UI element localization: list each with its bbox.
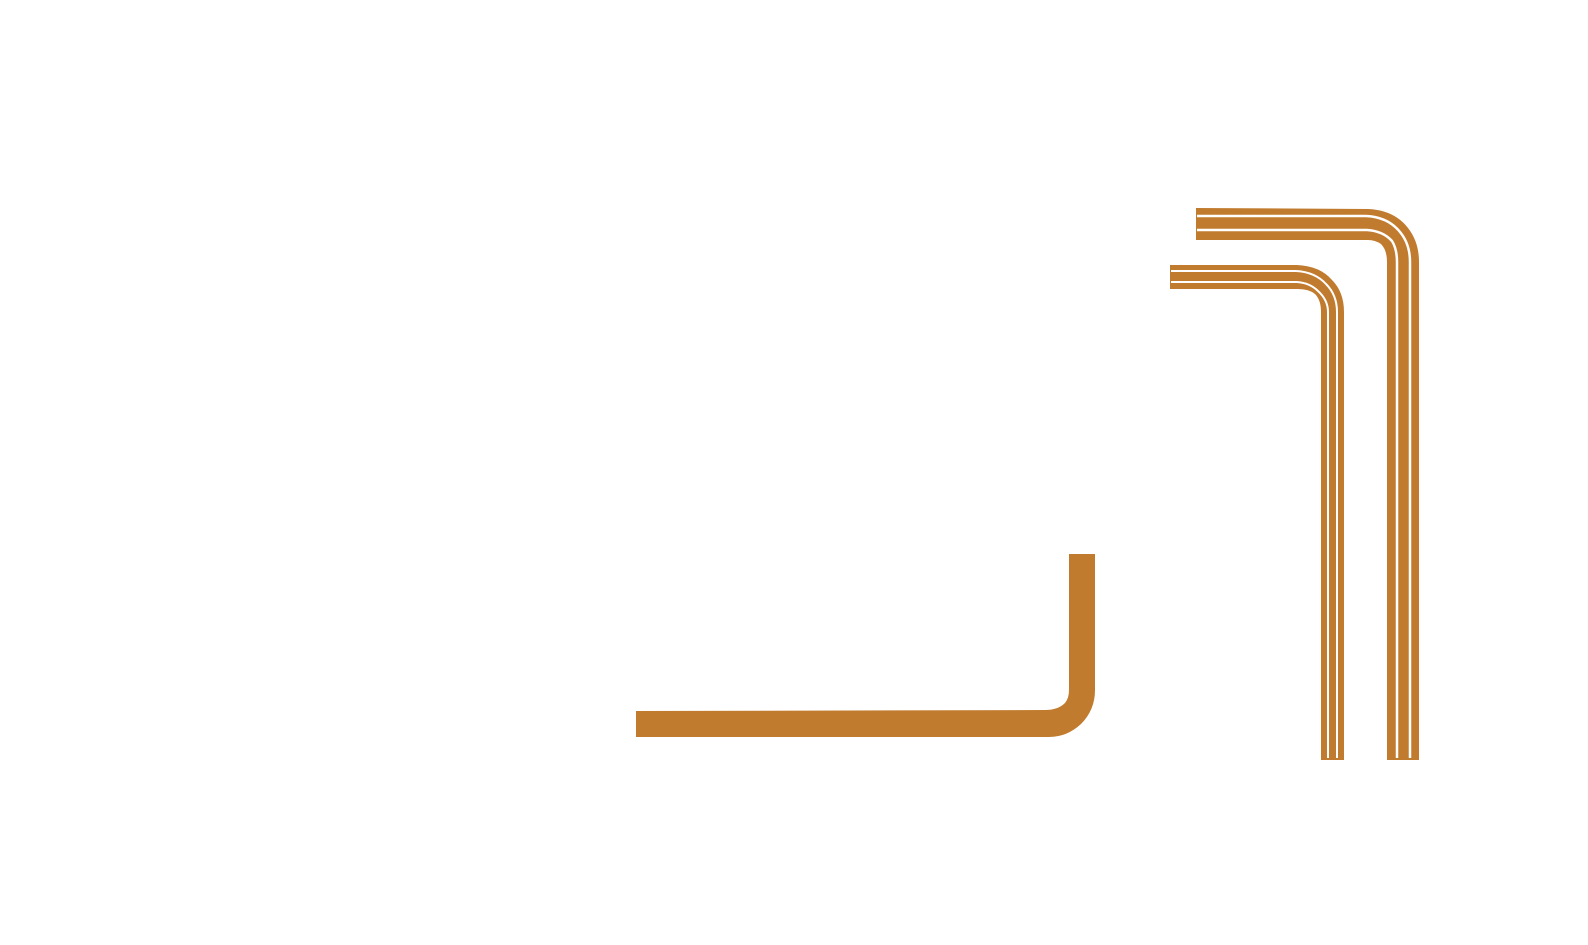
hex-key-small-icon [1170, 265, 1344, 760]
hex-key-large-highlight-b [1197, 228, 1399, 758]
hex-key-small-highlight-a [1171, 270, 1338, 758]
hex-key-large-icon [1196, 208, 1419, 760]
single-hex-key-body [636, 554, 1095, 737]
single-hex-key-icon [636, 554, 1095, 737]
hex-key-large-highlight-a [1197, 214, 1412, 758]
hex-key-small-highlight-b [1171, 281, 1329, 758]
hex-key-small-outer [1170, 265, 1344, 760]
hex-key-large-outer [1196, 208, 1419, 760]
